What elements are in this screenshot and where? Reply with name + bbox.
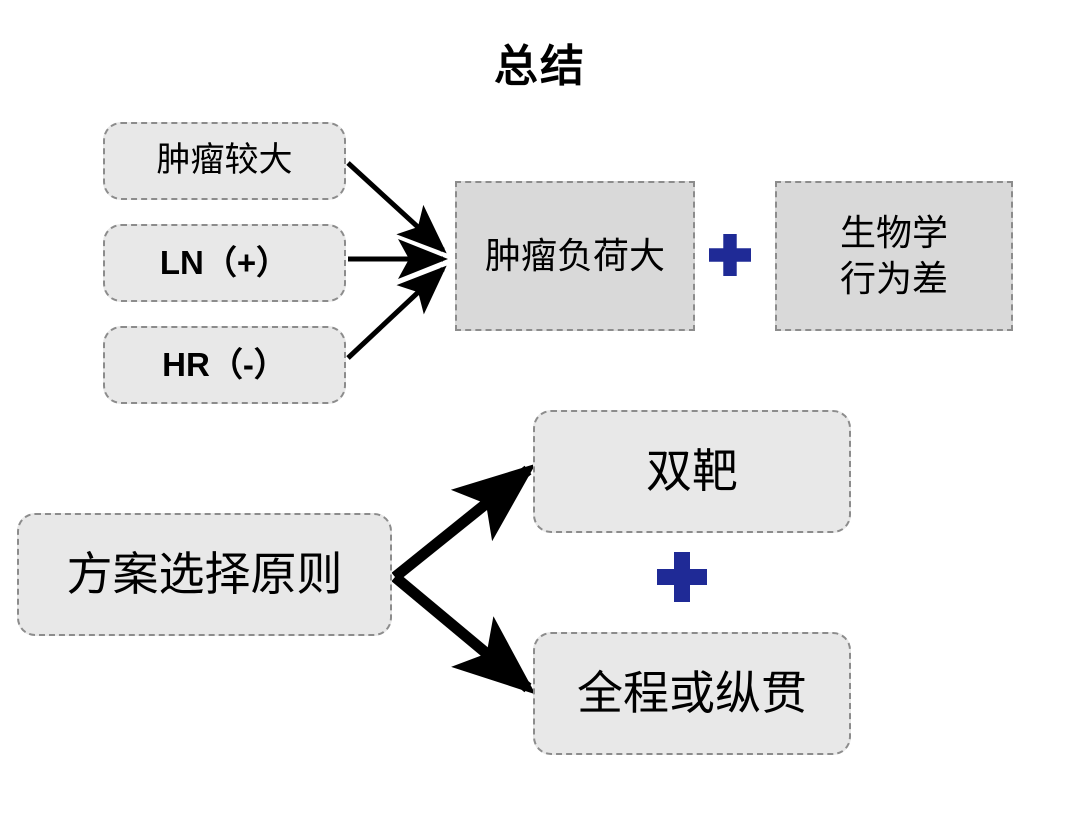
arrow-principle-to-full-course [391,572,536,695]
criteria-label: HR（-） [162,346,287,383]
criteria-label: 肿瘤较大 [156,142,293,179]
arrow-tumor-large-to-burden [346,161,447,254]
arrow-principle-to-dual-target [391,463,536,582]
plus-icon [657,552,707,602]
plus-icon [709,234,751,276]
criteria-box-hr-negative[interactable]: HR（-） [103,326,346,404]
outcome-box-tumor-burden[interactable]: 肿瘤负荷大 [455,181,695,331]
biology-line-1: 生物学 [839,213,948,253]
biology-label: 生物学 行为差 [777,210,1011,302]
option-box-dual-target[interactable]: 双靶 [533,410,851,533]
option-box-full-course[interactable]: 全程或纵贯 [533,632,851,755]
biology-line-2: 行为差 [839,259,948,299]
criteria-box-ln-positive[interactable]: LN（+） [103,224,346,302]
option-label: 双靶 [646,445,738,497]
criteria-box-tumor-large[interactable]: 肿瘤较大 [103,122,346,200]
outcome-label: 肿瘤负荷大 [484,236,665,276]
criteria-label: LN（+） [159,244,290,281]
outcome-box-biology-poor[interactable]: 生物学 行为差 [775,181,1013,331]
principle-box[interactable]: 方案选择原则 [17,513,392,636]
option-label: 全程或纵贯 [577,667,807,719]
arrow-hr-negative-to-burden [346,265,447,360]
principle-label: 方案选择原则 [66,548,343,600]
page-title: 总结 [494,42,586,91]
